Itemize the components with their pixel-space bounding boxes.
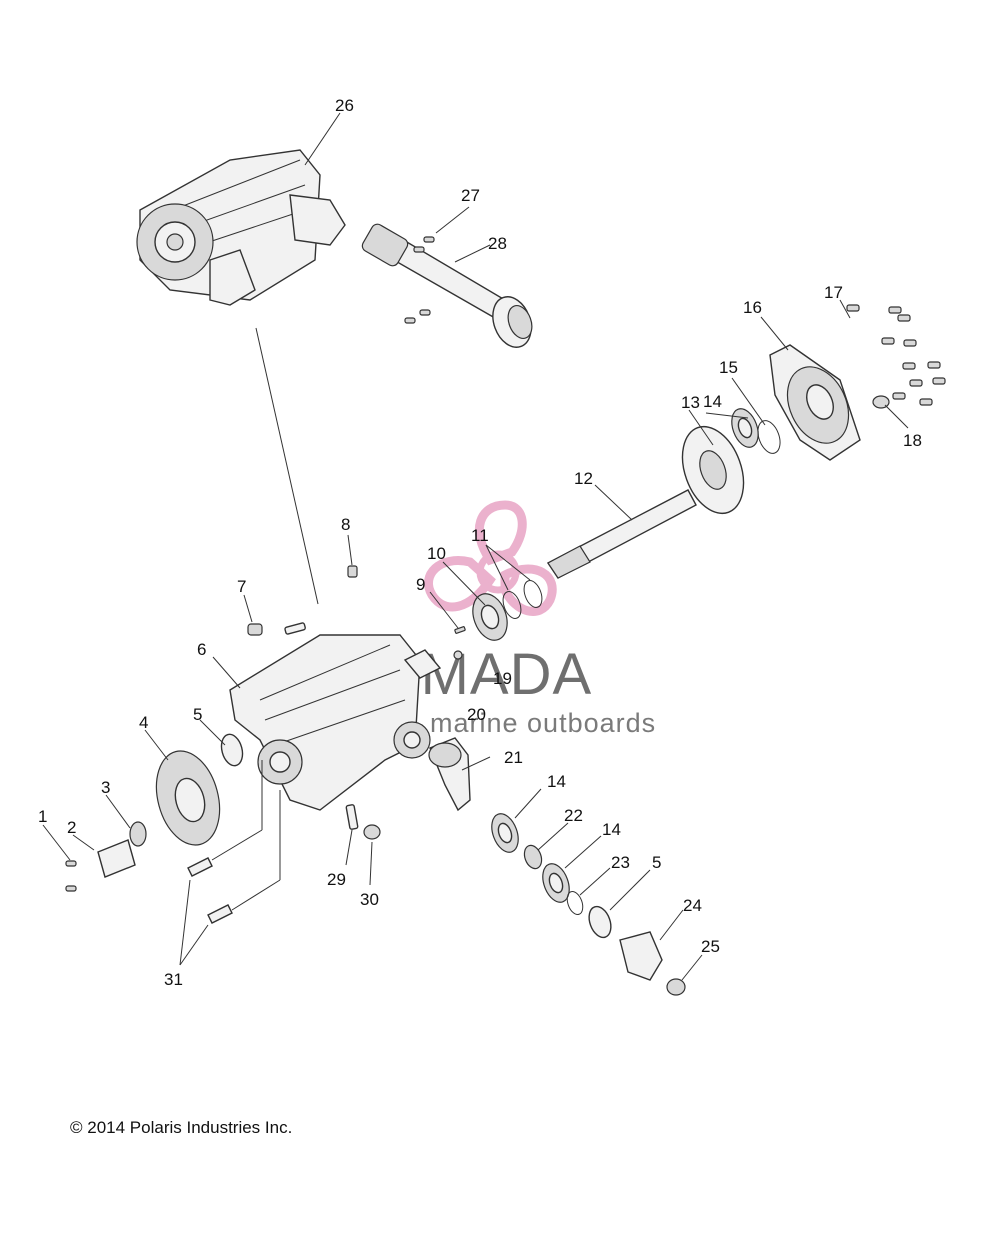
screws-1 — [65, 860, 77, 892]
callout-12: 12 — [574, 469, 593, 488]
callout-19: 19 — [493, 669, 512, 688]
callout-1: 1 — [38, 807, 47, 826]
callout-21: 21 — [504, 748, 523, 767]
snap-rings-11 — [502, 580, 543, 619]
callout-5-lower: 5 — [652, 853, 661, 872]
fitting-19 — [453, 650, 463, 660]
callout-15: 15 — [719, 358, 738, 377]
output-shaft-12 — [546, 489, 697, 579]
callout-8: 8 — [341, 515, 350, 534]
nut-30 — [363, 824, 381, 840]
callout-6: 6 — [197, 640, 206, 659]
callout-26: 26 — [335, 96, 354, 115]
gearcase-housing-6 — [229, 634, 431, 811]
washer-5 — [220, 733, 244, 767]
callout-18: 18 — [903, 431, 922, 450]
bearing-14-upper — [731, 408, 759, 448]
bearing-10 — [472, 593, 508, 641]
copyright-notice: © 2014 Polaris Industries Inc. — [70, 1118, 293, 1137]
callout-10: 10 — [427, 544, 446, 563]
o-ring-15 — [757, 420, 781, 454]
bracket-20 — [403, 649, 442, 679]
callout-23: 23 — [611, 853, 630, 872]
callout-22: 22 — [564, 806, 583, 825]
callout-14-lower: 14 — [602, 820, 621, 839]
callout-25: 25 — [701, 937, 720, 956]
bolt-set-17 — [846, 304, 946, 406]
leader-lines — [42, 112, 909, 981]
callout-9: 9 — [416, 575, 425, 594]
callout-13: 13 — [681, 393, 700, 412]
plug-7 — [247, 622, 306, 636]
callout-11: 11 — [471, 526, 489, 545]
pinion-21 — [428, 737, 471, 812]
callout-17: 17 — [824, 283, 843, 302]
callout-29: 29 — [327, 870, 346, 889]
plate-2 — [97, 839, 136, 878]
bearing-14-lower — [542, 863, 570, 903]
callout-labels: 1 2 3 4 5 6 7 8 9 10 11 12 13 14 15 16 1… — [38, 96, 922, 989]
pulley-13 — [681, 425, 745, 515]
watermark-subtitle: marine outboards — [430, 708, 656, 738]
assembled-gearcase — [136, 149, 346, 306]
prop-shaft — [361, 223, 533, 348]
callout-28: 28 — [488, 234, 507, 253]
bolts-31 — [187, 857, 233, 924]
callout-24: 24 — [683, 896, 702, 915]
pin-9 — [454, 626, 466, 634]
washer-5-lower — [588, 905, 612, 939]
vent-8 — [347, 565, 358, 578]
callout-31: 31 — [164, 970, 183, 989]
housing-cover — [769, 344, 861, 461]
callout-20: 20 — [467, 705, 486, 724]
collar-22 — [523, 844, 543, 870]
callout-14-mid: 14 — [547, 772, 566, 791]
bearing-14-mid — [491, 813, 519, 853]
callout-4: 4 — [139, 713, 148, 732]
nut-3 — [129, 821, 147, 847]
callout-7: 7 — [237, 577, 246, 596]
callout-14-upper: 14 — [703, 392, 722, 411]
screw-27 — [404, 236, 435, 324]
callout-2: 2 — [67, 818, 76, 837]
callout-27: 27 — [461, 186, 480, 205]
yoke-24 — [619, 931, 663, 981]
callout-5: 5 — [193, 705, 202, 724]
gear-4 — [155, 750, 221, 846]
callout-30: 30 — [360, 890, 379, 909]
callout-16: 16 — [743, 298, 762, 317]
stud-29 — [345, 804, 359, 830]
nut-25 — [666, 978, 686, 996]
callout-3: 3 — [101, 778, 110, 797]
o-ring-23 — [566, 890, 584, 916]
